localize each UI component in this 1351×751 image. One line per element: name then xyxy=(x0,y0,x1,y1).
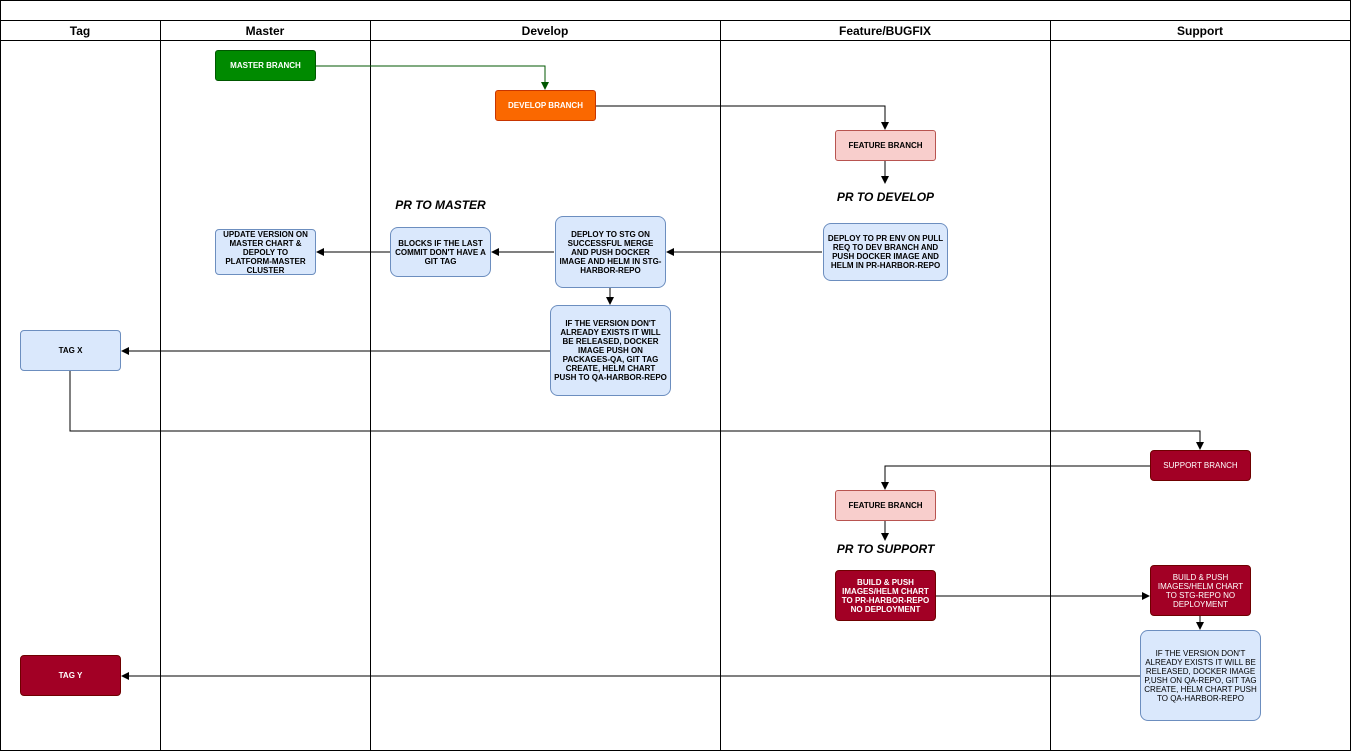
edge-develop-to-feature xyxy=(596,105,889,130)
release-support-node[interactable]: IF THE VERSION DON'T ALREADY EXISTS IT W… xyxy=(1140,630,1261,721)
lane-header-develop: Develop xyxy=(521,23,569,38)
develop-branch-node[interactable]: DEVELOP BRANCH xyxy=(495,90,596,121)
feature-branch-node[interactable]: FEATURE BRANCH xyxy=(835,130,936,161)
header-top-divider xyxy=(0,20,1351,21)
deploy-stg-node[interactable]: DEPLOY TO STG ON SUCCESSFUL MERGE AND PU… xyxy=(555,216,666,288)
lane-header-tag: Tag xyxy=(69,23,91,38)
feature-branch-support-node[interactable]: FEATURE BRANCH xyxy=(835,490,936,521)
pr-to-develop-label: PR TO DEVELOP xyxy=(836,190,935,204)
edge-support-to-feature xyxy=(881,465,1150,490)
lane-divider xyxy=(720,20,721,751)
tag-y-node[interactable]: TAG Y xyxy=(20,655,121,696)
pr-to-master-label: PR TO MASTER xyxy=(395,198,486,212)
master-branch-node[interactable]: MASTER BRANCH xyxy=(215,50,316,81)
build-push-pr-node[interactable]: BUILD & PUSH IMAGES/HELM CHART TO PR-HAR… xyxy=(835,570,936,621)
lane-divider xyxy=(1050,20,1051,751)
lane-divider xyxy=(370,20,371,751)
lane-divider xyxy=(160,20,161,751)
support-branch-node[interactable]: SUPPORT BRANCH xyxy=(1150,450,1251,481)
lane-header-support: Support xyxy=(1177,23,1223,38)
deploy-pr-env-node[interactable]: DEPLOY TO PR ENV ON PULL REQ TO DEV BRAN… xyxy=(823,223,948,281)
lane-header-master: Master xyxy=(245,23,285,38)
pr-to-support-label: PR TO SUPPORT xyxy=(836,542,935,556)
edge-tag-x-to-support xyxy=(69,371,1204,450)
release-qa-node[interactable]: IF THE VERSION DON'T ALREADY EXISTS IT W… xyxy=(550,305,671,396)
blocks-git-tag-node[interactable]: BLOCKS IF THE LAST COMMIT DON'T HAVE A G… xyxy=(390,227,491,277)
lane-header-feature: Feature/BUGFIX xyxy=(838,23,931,38)
build-push-stg-node[interactable]: BUILD & PUSH IMAGES/HELM CHART TO STG-RE… xyxy=(1150,565,1251,616)
tag-x-node[interactable]: TAG X xyxy=(20,330,121,371)
update-version-node[interactable]: UPDATE VERSION ON MASTER CHART & DEPOLY … xyxy=(215,229,316,275)
edge-master-to-develop xyxy=(316,65,549,90)
header-bottom-divider xyxy=(0,40,1351,41)
